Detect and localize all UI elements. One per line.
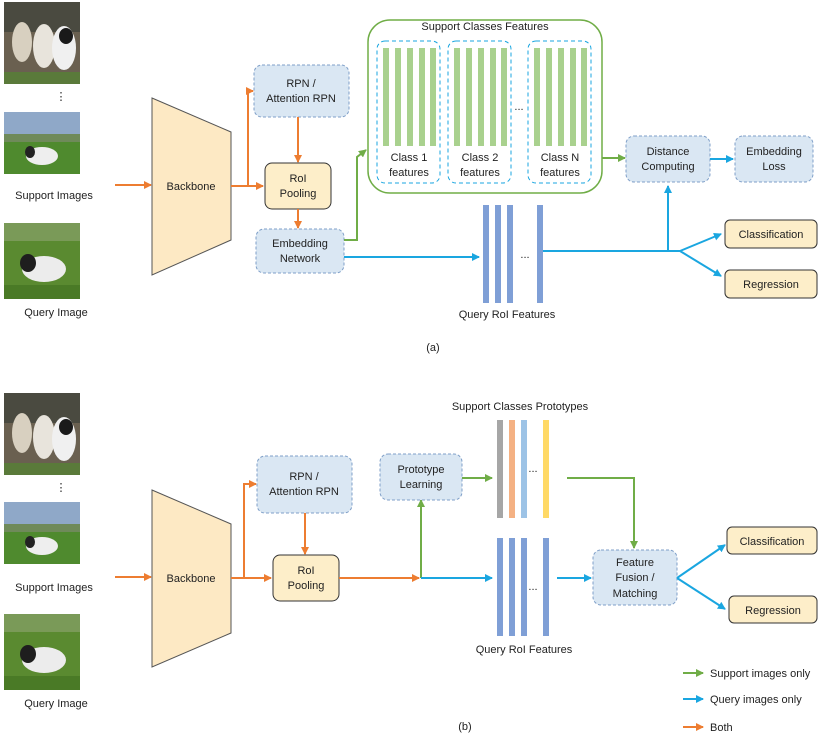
support-image-sheep xyxy=(4,112,80,174)
class-1-features: Class 1 features xyxy=(376,40,441,184)
embedding-line1: Embedding xyxy=(272,238,328,250)
distance-line1: Distance xyxy=(647,146,690,158)
panel-b-caption: (b) xyxy=(458,721,471,733)
query-features-ellipsis: ... xyxy=(520,249,529,261)
roi-pooling-line1: RoI xyxy=(297,565,314,577)
support-image-goats xyxy=(4,2,80,84)
roi-pooling-line2: Pooling xyxy=(288,580,325,592)
classification-label: Classification xyxy=(740,536,805,548)
regression-box xyxy=(724,269,818,299)
regression-box xyxy=(728,595,818,624)
roi-pooling-line1: RoI xyxy=(289,173,306,185)
backbone-label: Backbone xyxy=(167,181,216,193)
class-n-features: Class N features xyxy=(527,40,592,184)
embedding-network-module xyxy=(255,228,345,274)
classification-box xyxy=(726,526,818,555)
arrow-to-classification xyxy=(676,544,726,579)
distance-line2: Computing xyxy=(641,161,694,173)
support-classes-features-container xyxy=(367,19,603,194)
arrow-to-regression xyxy=(676,577,726,610)
prototype-learning-module xyxy=(379,453,463,501)
class-n-line1: Class N xyxy=(541,152,580,164)
query-image-label: Query Image xyxy=(24,307,88,319)
class-2-line1: Class 2 xyxy=(462,152,499,164)
roi-pooling-line2: Pooling xyxy=(280,188,317,200)
rpn-label-line1: RPN / xyxy=(289,471,319,483)
rpn-label-line1: RPN / xyxy=(286,78,316,90)
regression-label: Regression xyxy=(743,279,799,291)
support-features-title: Support Classes Features xyxy=(421,21,549,33)
arrow-to-regression xyxy=(679,250,722,277)
backbone-block xyxy=(151,489,232,668)
legend: Support images only Query images only Bo… xyxy=(683,668,811,734)
fusion-line1: Feature xyxy=(616,557,654,569)
rpn-label-line2: Attention RPN xyxy=(266,93,336,105)
class-1-line1: Class 1 xyxy=(391,152,428,164)
query-roi-features-label: Query RoI Features xyxy=(476,644,573,656)
panel-a: ⋮ Support Images Query Image Backbone RP… xyxy=(4,2,818,354)
class-n-line2: features xyxy=(540,167,580,179)
arrow-embedding-to-support-features xyxy=(344,149,367,241)
class-2-features: Class 2 features xyxy=(447,40,512,184)
feature-fusion-module xyxy=(592,549,678,606)
rpn-module xyxy=(256,455,353,514)
embedding-loss-line1: Embedding xyxy=(746,146,802,158)
rpn-label-line2: Attention RPN xyxy=(269,486,339,498)
support-features-ellipsis: ... xyxy=(514,101,523,113)
class-2-line2: features xyxy=(460,167,500,179)
query-image-label: Query Image xyxy=(24,698,88,710)
support-image-sheep xyxy=(4,502,80,564)
fusion-line3: Matching xyxy=(613,588,658,600)
prototype-line1: Prototype xyxy=(397,464,444,476)
roi-pooling-module xyxy=(272,554,340,602)
vertical-ellipsis: ⋮ xyxy=(56,482,67,494)
panel-a-caption: (a) xyxy=(426,342,439,354)
backbone-label: Backbone xyxy=(167,573,216,585)
arrow-to-classification xyxy=(679,232,722,252)
roi-pooling-module xyxy=(264,162,332,210)
embedding-loss-module xyxy=(734,135,814,183)
query-roi-features: ... xyxy=(497,538,549,636)
query-roi-features: ... xyxy=(483,205,543,303)
embedding-line2: Network xyxy=(280,253,321,265)
support-images-label: Support Images xyxy=(15,190,93,202)
panel-b: ⋮ Support Images Query Image Backbone RP… xyxy=(4,393,818,733)
arrow-prototypes-to-fusion xyxy=(567,477,638,549)
arrow-backbone-to-rpn xyxy=(231,87,254,187)
legend-both: Both xyxy=(710,722,733,734)
backbone-block xyxy=(151,97,232,276)
support-classes-prototypes: ... xyxy=(497,420,549,518)
embedding-loss-line2: Loss xyxy=(762,161,786,173)
classification-box xyxy=(724,219,818,249)
query-image xyxy=(4,223,80,299)
legend-query-only: Query images only xyxy=(710,694,802,706)
fusion-line2: Fusion / xyxy=(615,572,655,584)
regression-label: Regression xyxy=(745,605,801,617)
legend-support-only: Support images only xyxy=(710,668,811,680)
query-roi-features-label: Query RoI Features xyxy=(459,309,556,321)
query-image xyxy=(4,614,80,690)
support-prototypes-title: Support Classes Prototypes xyxy=(452,401,589,413)
distance-computing-module xyxy=(625,135,711,183)
vertical-ellipsis: ⋮ xyxy=(56,91,67,103)
support-images-label: Support Images xyxy=(15,582,93,594)
query-features-ellipsis: ... xyxy=(528,581,537,593)
prototype-line2: Learning xyxy=(400,479,443,491)
classification-label: Classification xyxy=(739,229,804,241)
arrow-backbone-to-rpn xyxy=(231,480,257,579)
support-image-goats xyxy=(4,393,80,475)
prototypes-ellipsis: ... xyxy=(528,463,537,475)
rpn-module xyxy=(253,64,350,118)
class-1-line2: features xyxy=(389,167,429,179)
